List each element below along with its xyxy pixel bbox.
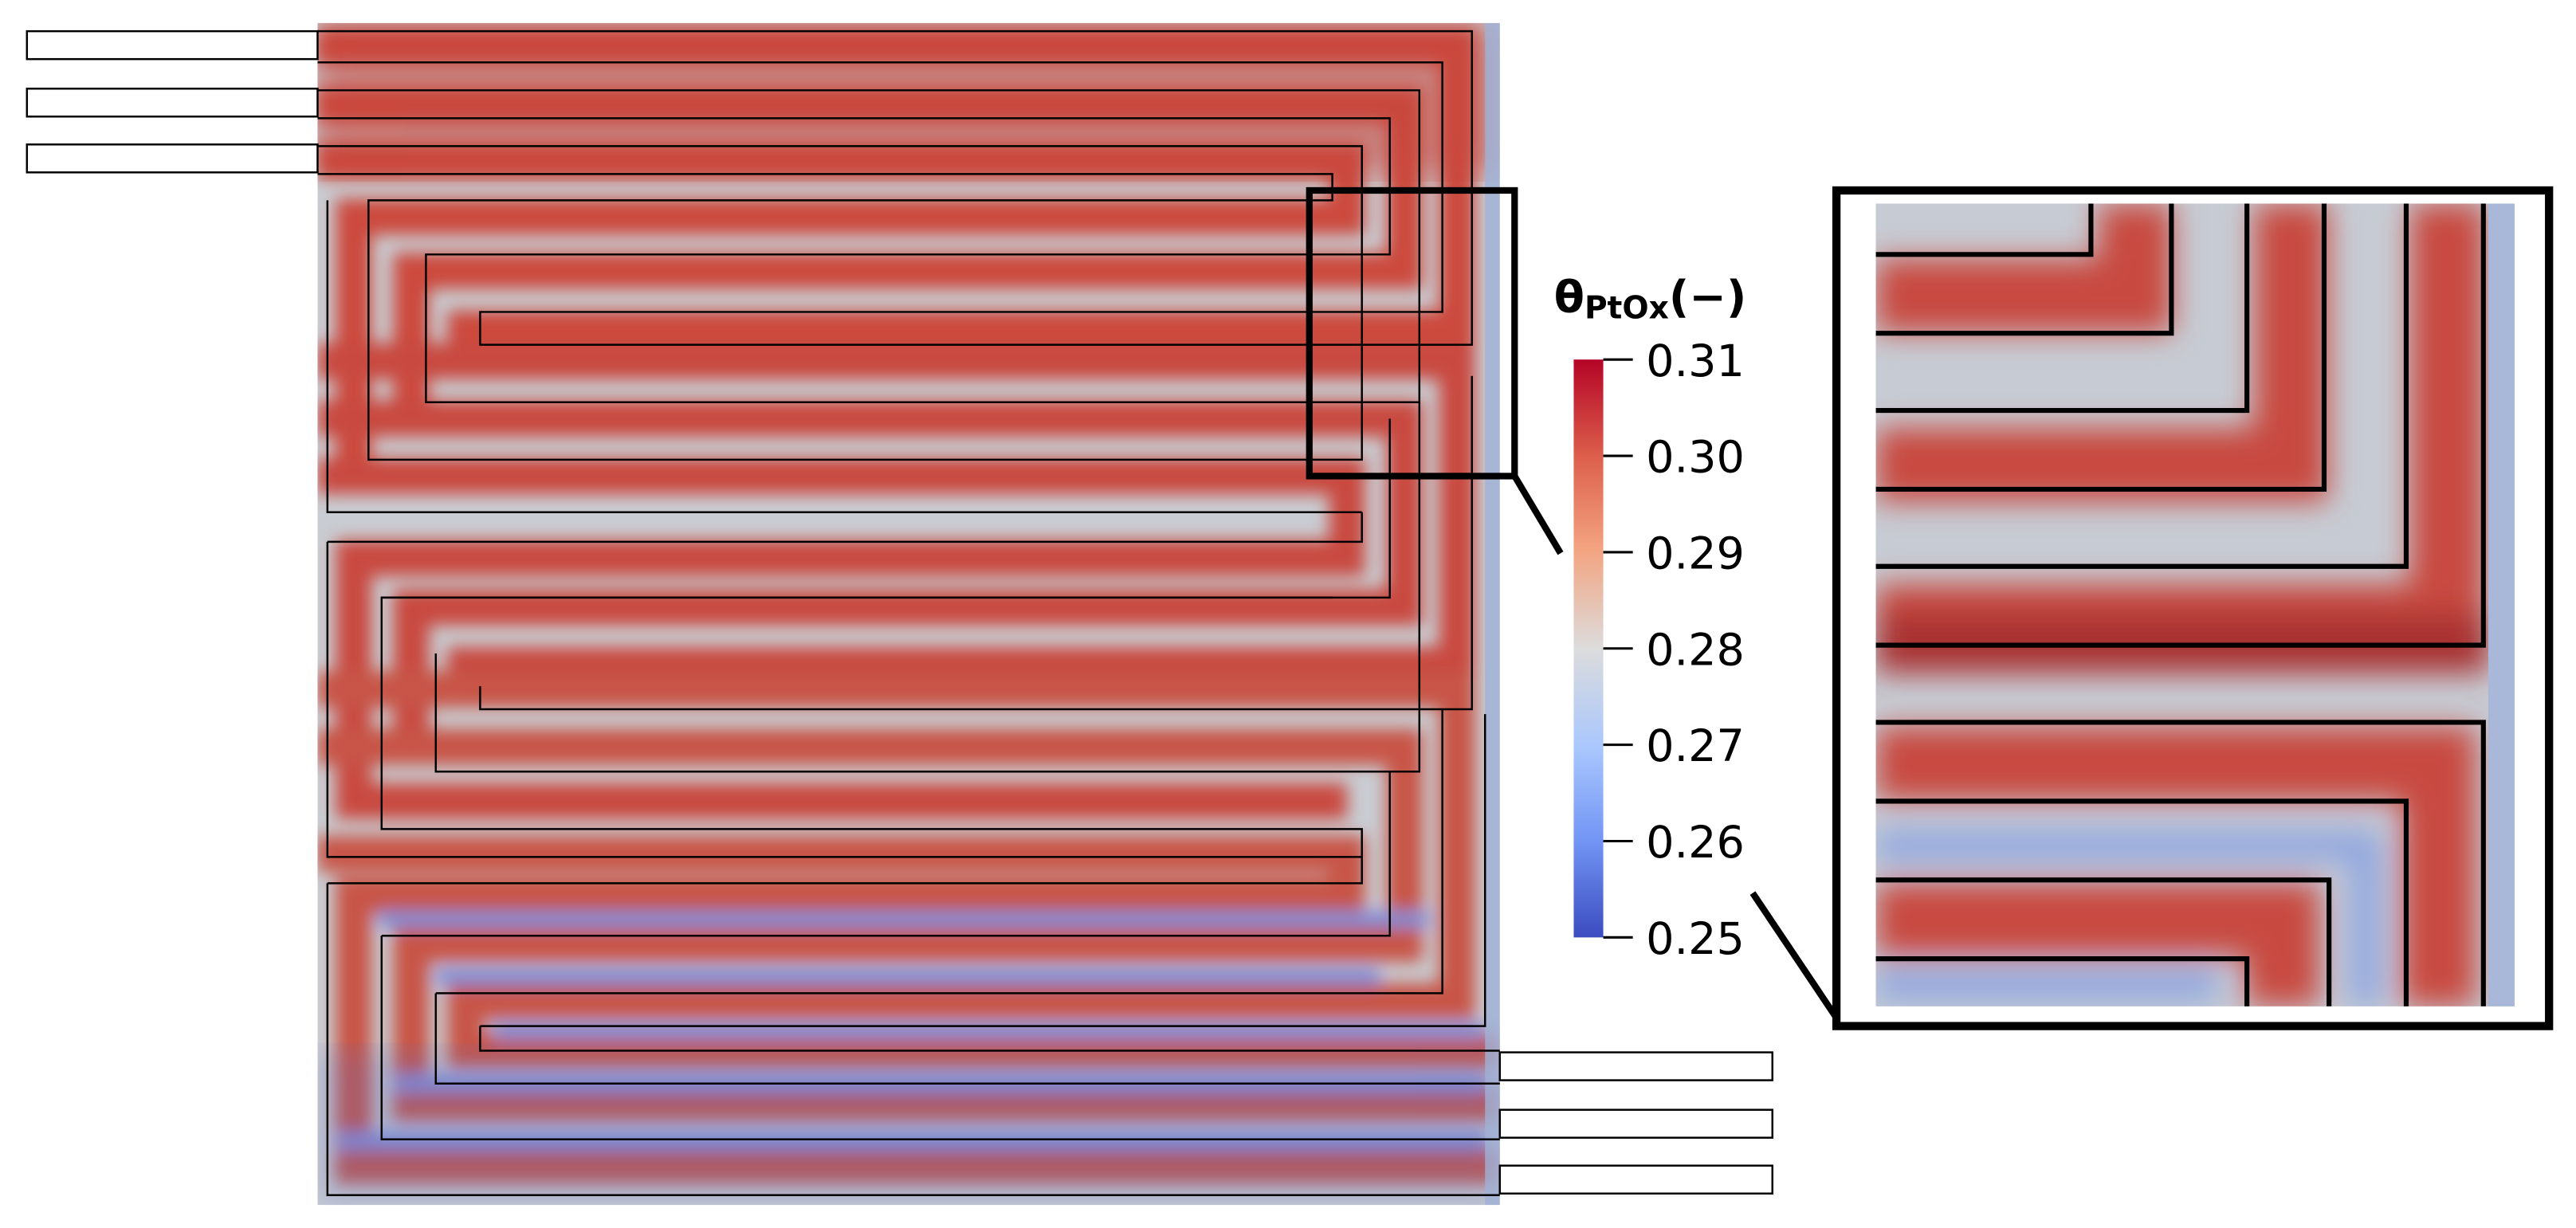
colorbar-tick-label: 0.29 (1646, 528, 1745, 580)
colorbar-gradient (1573, 359, 1604, 938)
colorbar-tick-label: 0.25 (1646, 913, 1745, 965)
colorbar-tick-label: 0.27 (1646, 720, 1745, 772)
outlet-1 (1498, 1051, 1773, 1081)
outlet-3 (1498, 1164, 1773, 1195)
outlet-manifolds (1498, 1051, 1773, 1195)
colorbar-tick-label: 0.26 (1646, 817, 1745, 869)
colorbar-symbol: θ (1554, 271, 1584, 323)
zoom-connector-top (1511, 474, 1564, 555)
colorbar-subscript: PtOx (1584, 291, 1669, 327)
inlet-1 (26, 29, 319, 61)
outlet-2 (1498, 1108, 1773, 1139)
contour-plate (317, 22, 1500, 1206)
colorbar-ticks: 0.31 0.30 0.29 0.28 0.27 0.26 0.25 (1603, 335, 1745, 965)
inlet-2 (26, 88, 319, 118)
colorbar-title: θPtOx(−) (1554, 271, 1747, 326)
colorbar-tick-label: 0.31 (1646, 335, 1745, 387)
land-low-region (337, 911, 1487, 1150)
zoom-inset-frame (1832, 186, 2554, 1030)
channel-outlines (317, 29, 1500, 1197)
inlet-manifolds (26, 29, 319, 174)
colorbar-tick-label: 0.28 (1646, 624, 1745, 676)
colorbar: θPtOx(−) 0.31 0.30 0.29 0.28 0.27 0.26 0.25 (1554, 271, 1747, 965)
colorbar-tick-label: 0.30 (1646, 432, 1745, 484)
zoom-source-box (1306, 186, 1518, 480)
inlet-3 (26, 143, 319, 174)
zoom-inset (1832, 186, 2554, 1030)
zoom-connector-bottom (1749, 891, 1840, 1020)
colorbar-unit: (−) (1669, 271, 1746, 323)
